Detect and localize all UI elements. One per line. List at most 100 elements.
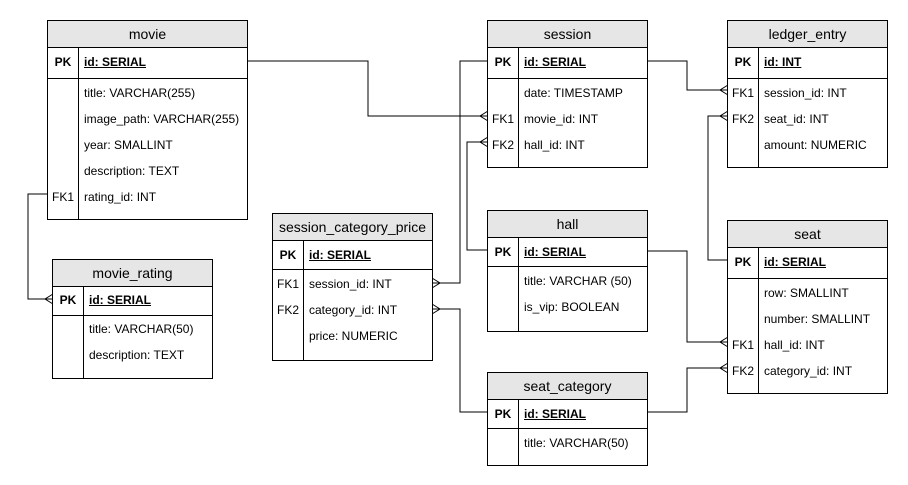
- key-label: FK2: [731, 112, 754, 126]
- field-id[interactable]: id: SERIAL: [524, 55, 586, 69]
- field-row[interactable]: FK1 hall_id: INT: [728, 332, 887, 358]
- field-category-id: category_id: INT: [764, 364, 853, 378]
- entity-ledger-entry[interactable]: ledger_entry PK id: INT FK1 session_id: I…: [727, 20, 888, 168]
- field-hall-id: hall_id: INT: [524, 138, 585, 152]
- field-id[interactable]: id: SERIAL: [524, 245, 586, 259]
- field-row[interactable]: FK2 hall_id: INT: [488, 132, 647, 158]
- entity-title: movie: [48, 21, 247, 48]
- field-session-id: session_id: INT: [309, 277, 392, 291]
- field-id[interactable]: id: SERIAL: [84, 55, 146, 69]
- key-label: FK1: [51, 190, 74, 204]
- entity-title: seat: [728, 221, 887, 248]
- field-row[interactable]: is_vip: BOOLEAN: [488, 294, 647, 320]
- field-row[interactable]: FK2 seat_id: INT: [728, 106, 887, 132]
- pk-label: PK: [59, 293, 77, 307]
- field-hall-id: hall_id: INT: [764, 338, 825, 352]
- field-seat-id: seat_id: INT: [764, 112, 829, 126]
- field-amount: amount: NUMERIC: [764, 138, 867, 152]
- rel-session-ledger: [647, 60, 728, 91]
- entity-title: session_category_price: [273, 214, 432, 241]
- key-label: FK2: [276, 303, 299, 317]
- entity-hall[interactable]: hall PK id: SERIAL title: VARCHAR (50) i…: [487, 210, 648, 332]
- field-row[interactable]: FK1 rating_id: INT: [48, 184, 247, 210]
- entity-title: session: [488, 21, 647, 48]
- field-row[interactable]: FK1 session_id: INT: [728, 80, 887, 106]
- field-row[interactable]: row: SMALLINT: [728, 280, 887, 306]
- entity-seat-category[interactable]: seat_category PK id: SERIAL title: VARCH…: [487, 372, 648, 466]
- column-divider: [758, 248, 759, 278]
- entity-movie[interactable]: movie PK id: SERIAL title: VARCHAR(255) …: [47, 20, 248, 220]
- field-row[interactable]: year: SMALLINT: [48, 132, 247, 158]
- column-divider: [518, 429, 519, 465]
- field-session-id: session_id: INT: [764, 86, 847, 100]
- field-title: title: VARCHAR (50): [524, 274, 632, 288]
- field-id[interactable]: id: SERIAL: [764, 255, 826, 269]
- field-image-path: image_path: VARCHAR(255): [84, 112, 240, 126]
- pk-label: PK: [734, 55, 752, 69]
- field-row[interactable]: amount: NUMERIC: [728, 132, 887, 158]
- entity-movie-rating[interactable]: movie_rating PK id: SERIAL title: VARCHA…: [52, 259, 213, 379]
- key-label: FK1: [731, 86, 754, 100]
- field-row[interactable]: description: TEXT: [48, 158, 247, 184]
- column-divider: [83, 287, 84, 315]
- pk-label: PK: [494, 245, 512, 259]
- field-row[interactable]: image_path: VARCHAR(255): [48, 106, 247, 132]
- column-divider: [518, 48, 519, 78]
- field-date: date: TIMESTAMP: [524, 86, 623, 100]
- rel-seat-ledger: [707, 115, 728, 261]
- field-row[interactable]: description: TEXT: [53, 342, 212, 368]
- rel-seatcat-scp: [432, 308, 488, 413]
- field-row[interactable]: date: TIMESTAMP: [488, 80, 647, 106]
- pk-label: PK: [494, 55, 512, 69]
- column-divider: [758, 279, 759, 393]
- column-divider: [303, 241, 304, 269]
- field-id[interactable]: id: SERIAL: [89, 293, 151, 307]
- key-label: FK1: [276, 277, 299, 291]
- field-description: description: TEXT: [84, 164, 180, 178]
- field-description: description: TEXT: [89, 348, 185, 362]
- field-id[interactable]: id: SERIAL: [309, 248, 371, 262]
- column-divider: [518, 238, 519, 266]
- crowfoot-scp-category: [431, 303, 441, 315]
- field-rating-id: rating_id: INT: [84, 190, 157, 204]
- rel-hall-session: [466, 141, 488, 251]
- key-label: FK1: [731, 338, 754, 352]
- entity-title: movie_rating: [53, 260, 212, 287]
- field-is-vip: is_vip: BOOLEAN: [524, 300, 620, 314]
- column-divider: [83, 316, 84, 378]
- column-divider: [303, 270, 304, 360]
- field-row[interactable]: title: VARCHAR(50): [53, 316, 212, 342]
- key-label: FK1: [491, 112, 514, 126]
- field-category-id: category_id: INT: [309, 303, 398, 317]
- entity-title: seat_category: [488, 373, 647, 400]
- key-label: FK2: [491, 138, 514, 152]
- pk-label: PK: [734, 255, 752, 269]
- column-divider: [758, 79, 759, 167]
- field-year: year: SMALLINT: [84, 138, 173, 152]
- field-row[interactable]: FK2 category_id: INT: [273, 297, 432, 323]
- field-row[interactable]: title: VARCHAR(50): [488, 430, 647, 456]
- entity-session[interactable]: session PK id: SERIAL date: TIMESTAMP FK…: [487, 20, 648, 168]
- field-row[interactable]: FK1 session_id: INT: [273, 271, 432, 297]
- entity-seat[interactable]: seat PK id: SERIAL row: SMALLINT number:…: [727, 220, 888, 394]
- pk-label: PK: [279, 248, 297, 262]
- field-number: number: SMALLINT: [764, 312, 871, 326]
- rel-seatcat-seat: [647, 367, 728, 413]
- field-price: price: NUMERIC: [309, 329, 398, 343]
- rel-hall-seat: [647, 250, 728, 343]
- entity-title: ledger_entry: [728, 21, 887, 48]
- field-row[interactable]: price: NUMERIC: [273, 323, 432, 349]
- column-divider: [78, 79, 79, 219]
- field-row[interactable]: title: VARCHAR (50): [488, 268, 647, 294]
- pk-label: PK: [494, 407, 512, 421]
- field-id[interactable]: id: INT: [764, 55, 802, 69]
- column-divider: [518, 267, 519, 331]
- entity-session-category-price[interactable]: session_category_price PK id: SERIAL FK1…: [272, 213, 433, 361]
- field-row[interactable]: number: SMALLINT: [728, 306, 887, 332]
- field-row[interactable]: title: VARCHAR(255): [48, 80, 247, 106]
- field-id[interactable]: id: SERIAL: [524, 407, 586, 421]
- column-divider: [518, 400, 519, 428]
- crowfoot-scp-session: [431, 277, 441, 289]
